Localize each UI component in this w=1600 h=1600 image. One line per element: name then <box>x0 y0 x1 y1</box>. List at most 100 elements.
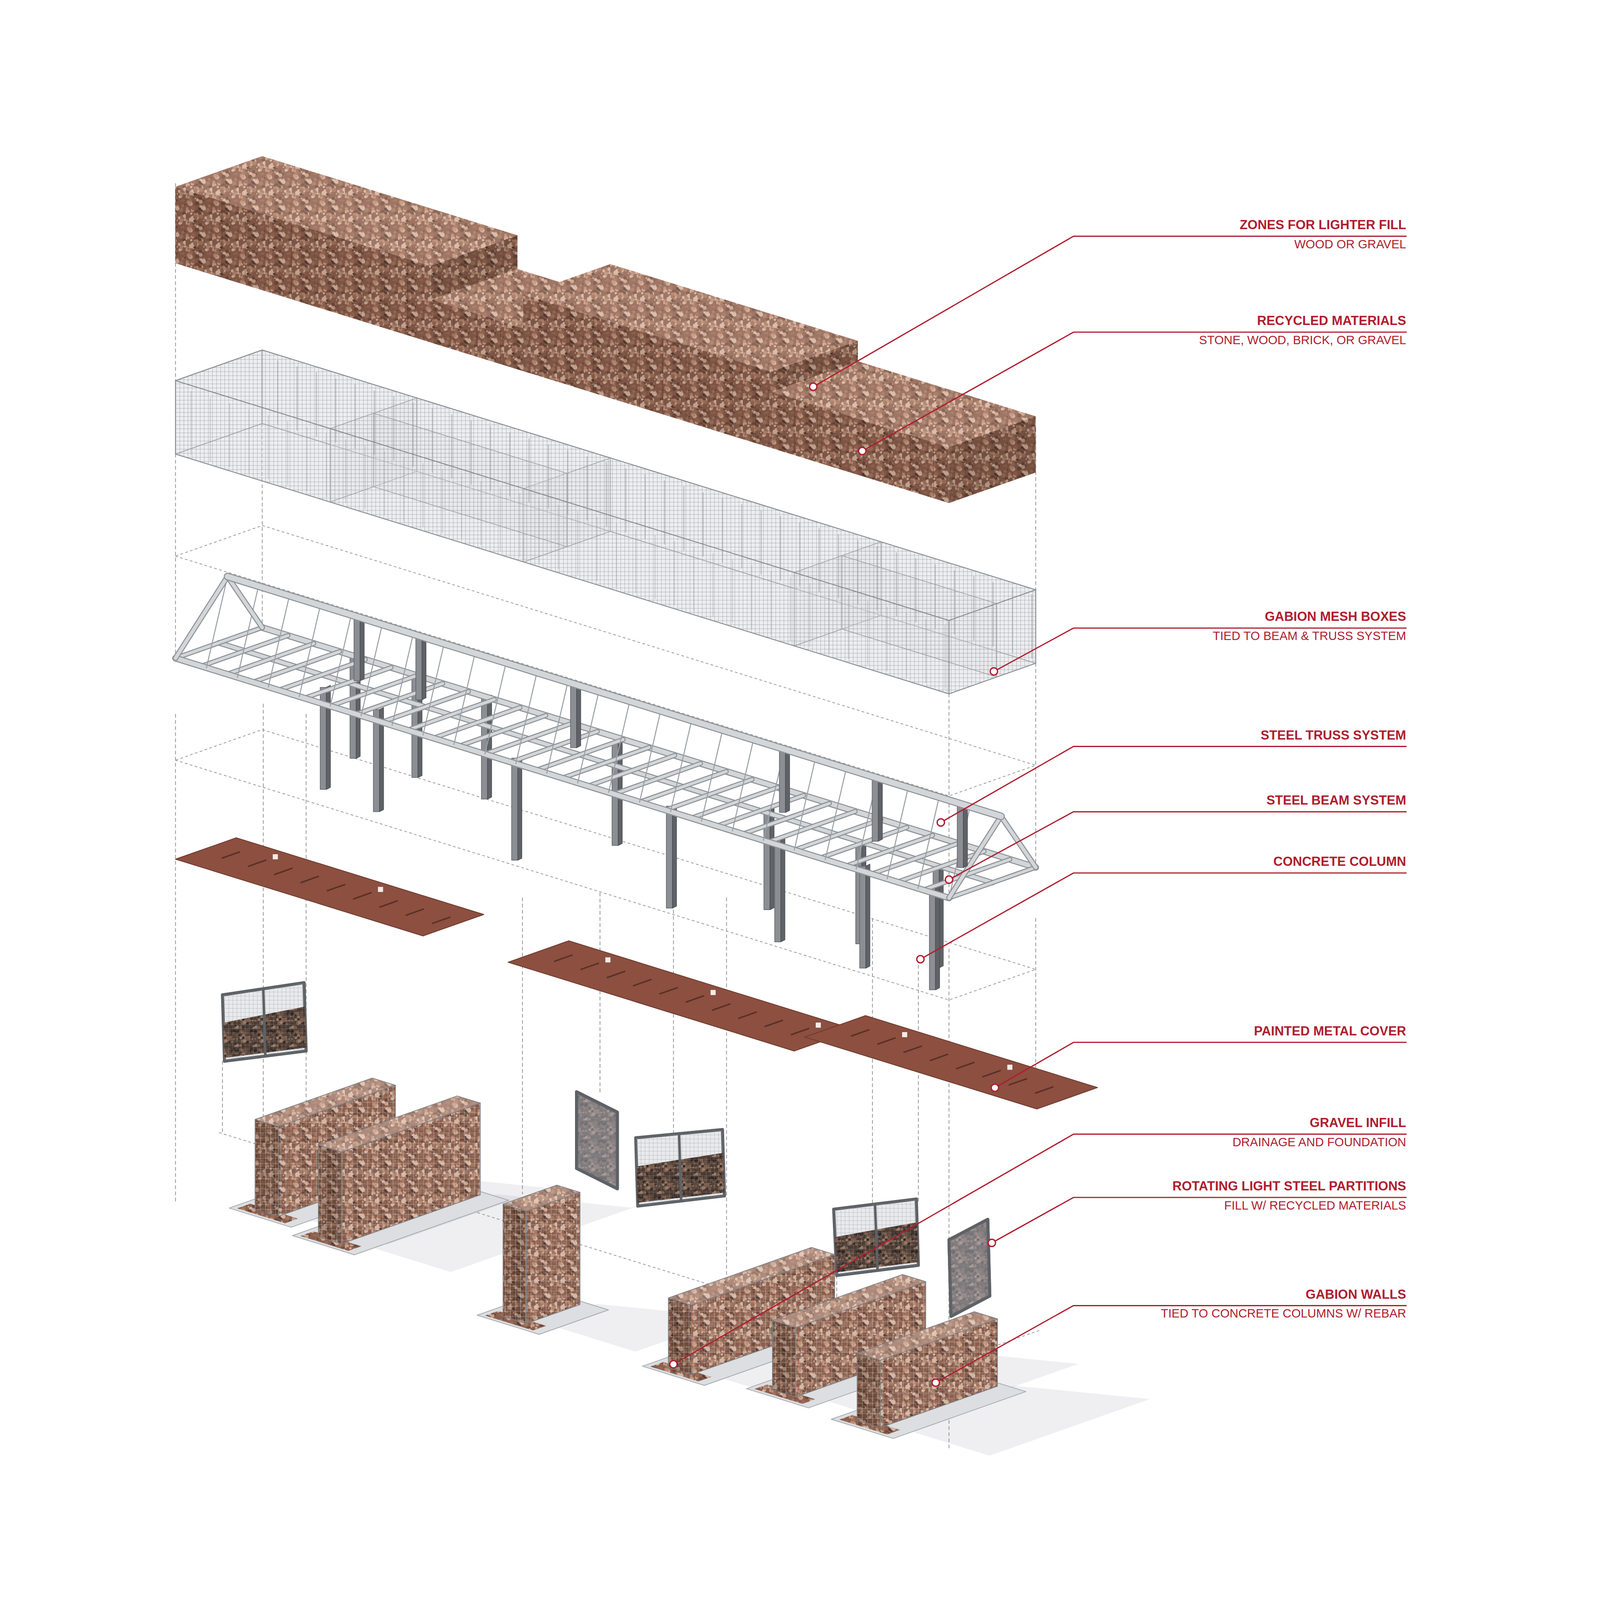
steel-beam <box>252 651 340 683</box>
steel-beam <box>218 642 993 883</box>
callout-note: TIED TO CONCRETE COLUMNS W/ REBAR <box>1160 1307 1407 1320</box>
callout-title: ZONES FOR LIGHTER FILL <box>1239 218 1407 232</box>
truss-diagonal <box>732 739 754 831</box>
concrete-column <box>779 749 786 813</box>
fill-seam <box>793 400 795 453</box>
wall-mesh <box>772 1320 796 1398</box>
cover-opening <box>815 1022 821 1028</box>
partition-frame <box>833 1199 919 1276</box>
cover-opening <box>272 854 278 860</box>
partition-tint <box>576 1091 618 1189</box>
steel-beam <box>459 715 546 746</box>
steel-beam <box>227 576 1001 817</box>
projection-line <box>305 714 307 1123</box>
fill-seam <box>732 361 733 434</box>
truss-diagonal <box>917 797 940 889</box>
wall-mesh <box>502 1204 527 1324</box>
concrete-column <box>774 840 781 943</box>
callout-note: DRAINAGE AND FOUNDATION <box>1232 1136 1407 1149</box>
fill-seam <box>840 415 842 468</box>
leader-dot <box>945 875 953 884</box>
steel-beam <box>433 707 520 738</box>
concrete-column <box>957 804 964 868</box>
callout-title: RECYCLED MATERIALS <box>1257 314 1407 328</box>
steel-beam <box>845 835 933 866</box>
cover-slit <box>248 860 266 867</box>
metal-cover <box>507 940 855 1051</box>
partition-mesh <box>576 1091 618 1189</box>
fill-seam <box>708 354 710 427</box>
fill-seam <box>500 323 501 363</box>
wall-top-light <box>502 1185 580 1212</box>
projection-line <box>726 897 728 1276</box>
fill-seam <box>817 408 818 461</box>
cover-slit <box>300 876 319 883</box>
truss-diagonal <box>794 758 816 850</box>
steel-beam <box>587 755 675 786</box>
wall-end <box>772 1320 796 1398</box>
fill-seam <box>407 260 408 334</box>
fill-seam <box>770 393 772 446</box>
leader-line <box>862 332 1406 451</box>
concrete-column <box>517 756 523 861</box>
steel-beam <box>355 683 443 714</box>
steel-beam <box>562 747 649 778</box>
callout-title: GRAVEL INFILL <box>1309 1116 1406 1130</box>
leader-dot <box>916 955 925 963</box>
projection-line <box>872 918 873 1205</box>
projection-line <box>222 1061 223 1133</box>
fill-light <box>523 264 858 372</box>
concrete-column <box>859 866 866 969</box>
partition-mesh <box>222 982 307 1062</box>
fill-light <box>175 156 518 267</box>
truss-diagonal <box>825 768 847 860</box>
steel-beam <box>330 675 417 706</box>
fill-seam <box>476 315 478 355</box>
wall-top <box>318 1095 481 1153</box>
steel-beam <box>665 779 753 810</box>
truss-diagonal <box>268 595 290 688</box>
painted-metal-covers <box>175 837 1098 1110</box>
fill-seam <box>933 444 935 497</box>
callout-title: PAINTED METAL COVER <box>1254 1024 1407 1038</box>
fill-seam <box>910 437 911 490</box>
wall-end <box>255 1119 279 1217</box>
steel-beam <box>768 811 855 842</box>
concrete-column <box>511 758 518 861</box>
fill-top <box>523 264 858 372</box>
truss-diagonal <box>392 634 414 726</box>
steel-beam <box>587 755 675 786</box>
concrete-column <box>780 837 785 943</box>
rotating-partitions <box>222 982 990 1317</box>
cover-slit <box>686 995 704 1003</box>
partition-frame <box>635 1129 725 1207</box>
truss-diagonal <box>546 682 568 774</box>
wall-face <box>526 1192 580 1324</box>
steel-beam <box>278 659 366 690</box>
concrete-column <box>326 685 331 790</box>
steel-beam <box>613 763 701 794</box>
wall-end <box>318 1145 342 1245</box>
leader-lines <box>670 236 1407 1387</box>
fill-seam <box>198 195 200 269</box>
truss-diagonal <box>670 720 692 812</box>
leader-dot <box>988 1239 996 1247</box>
cover-opening <box>1007 1064 1013 1070</box>
leader-dot <box>991 1084 999 1092</box>
fill-top <box>771 361 1036 448</box>
wall-shade <box>502 1204 527 1324</box>
steel-beam <box>227 643 314 674</box>
steel-beam <box>949 816 1002 898</box>
wall-top <box>857 1311 998 1360</box>
leader-line <box>993 627 1406 672</box>
cover-slit <box>982 1070 1001 1077</box>
steel-beam <box>433 707 520 738</box>
leader-line <box>949 811 1407 880</box>
steel-beam <box>218 642 993 883</box>
steel-beam <box>330 675 417 706</box>
callout-note: WOOD OR GRAVEL <box>1294 238 1407 251</box>
leader-line <box>920 872 1407 960</box>
steel-beam <box>262 627 1036 868</box>
concrete-column <box>929 887 936 990</box>
